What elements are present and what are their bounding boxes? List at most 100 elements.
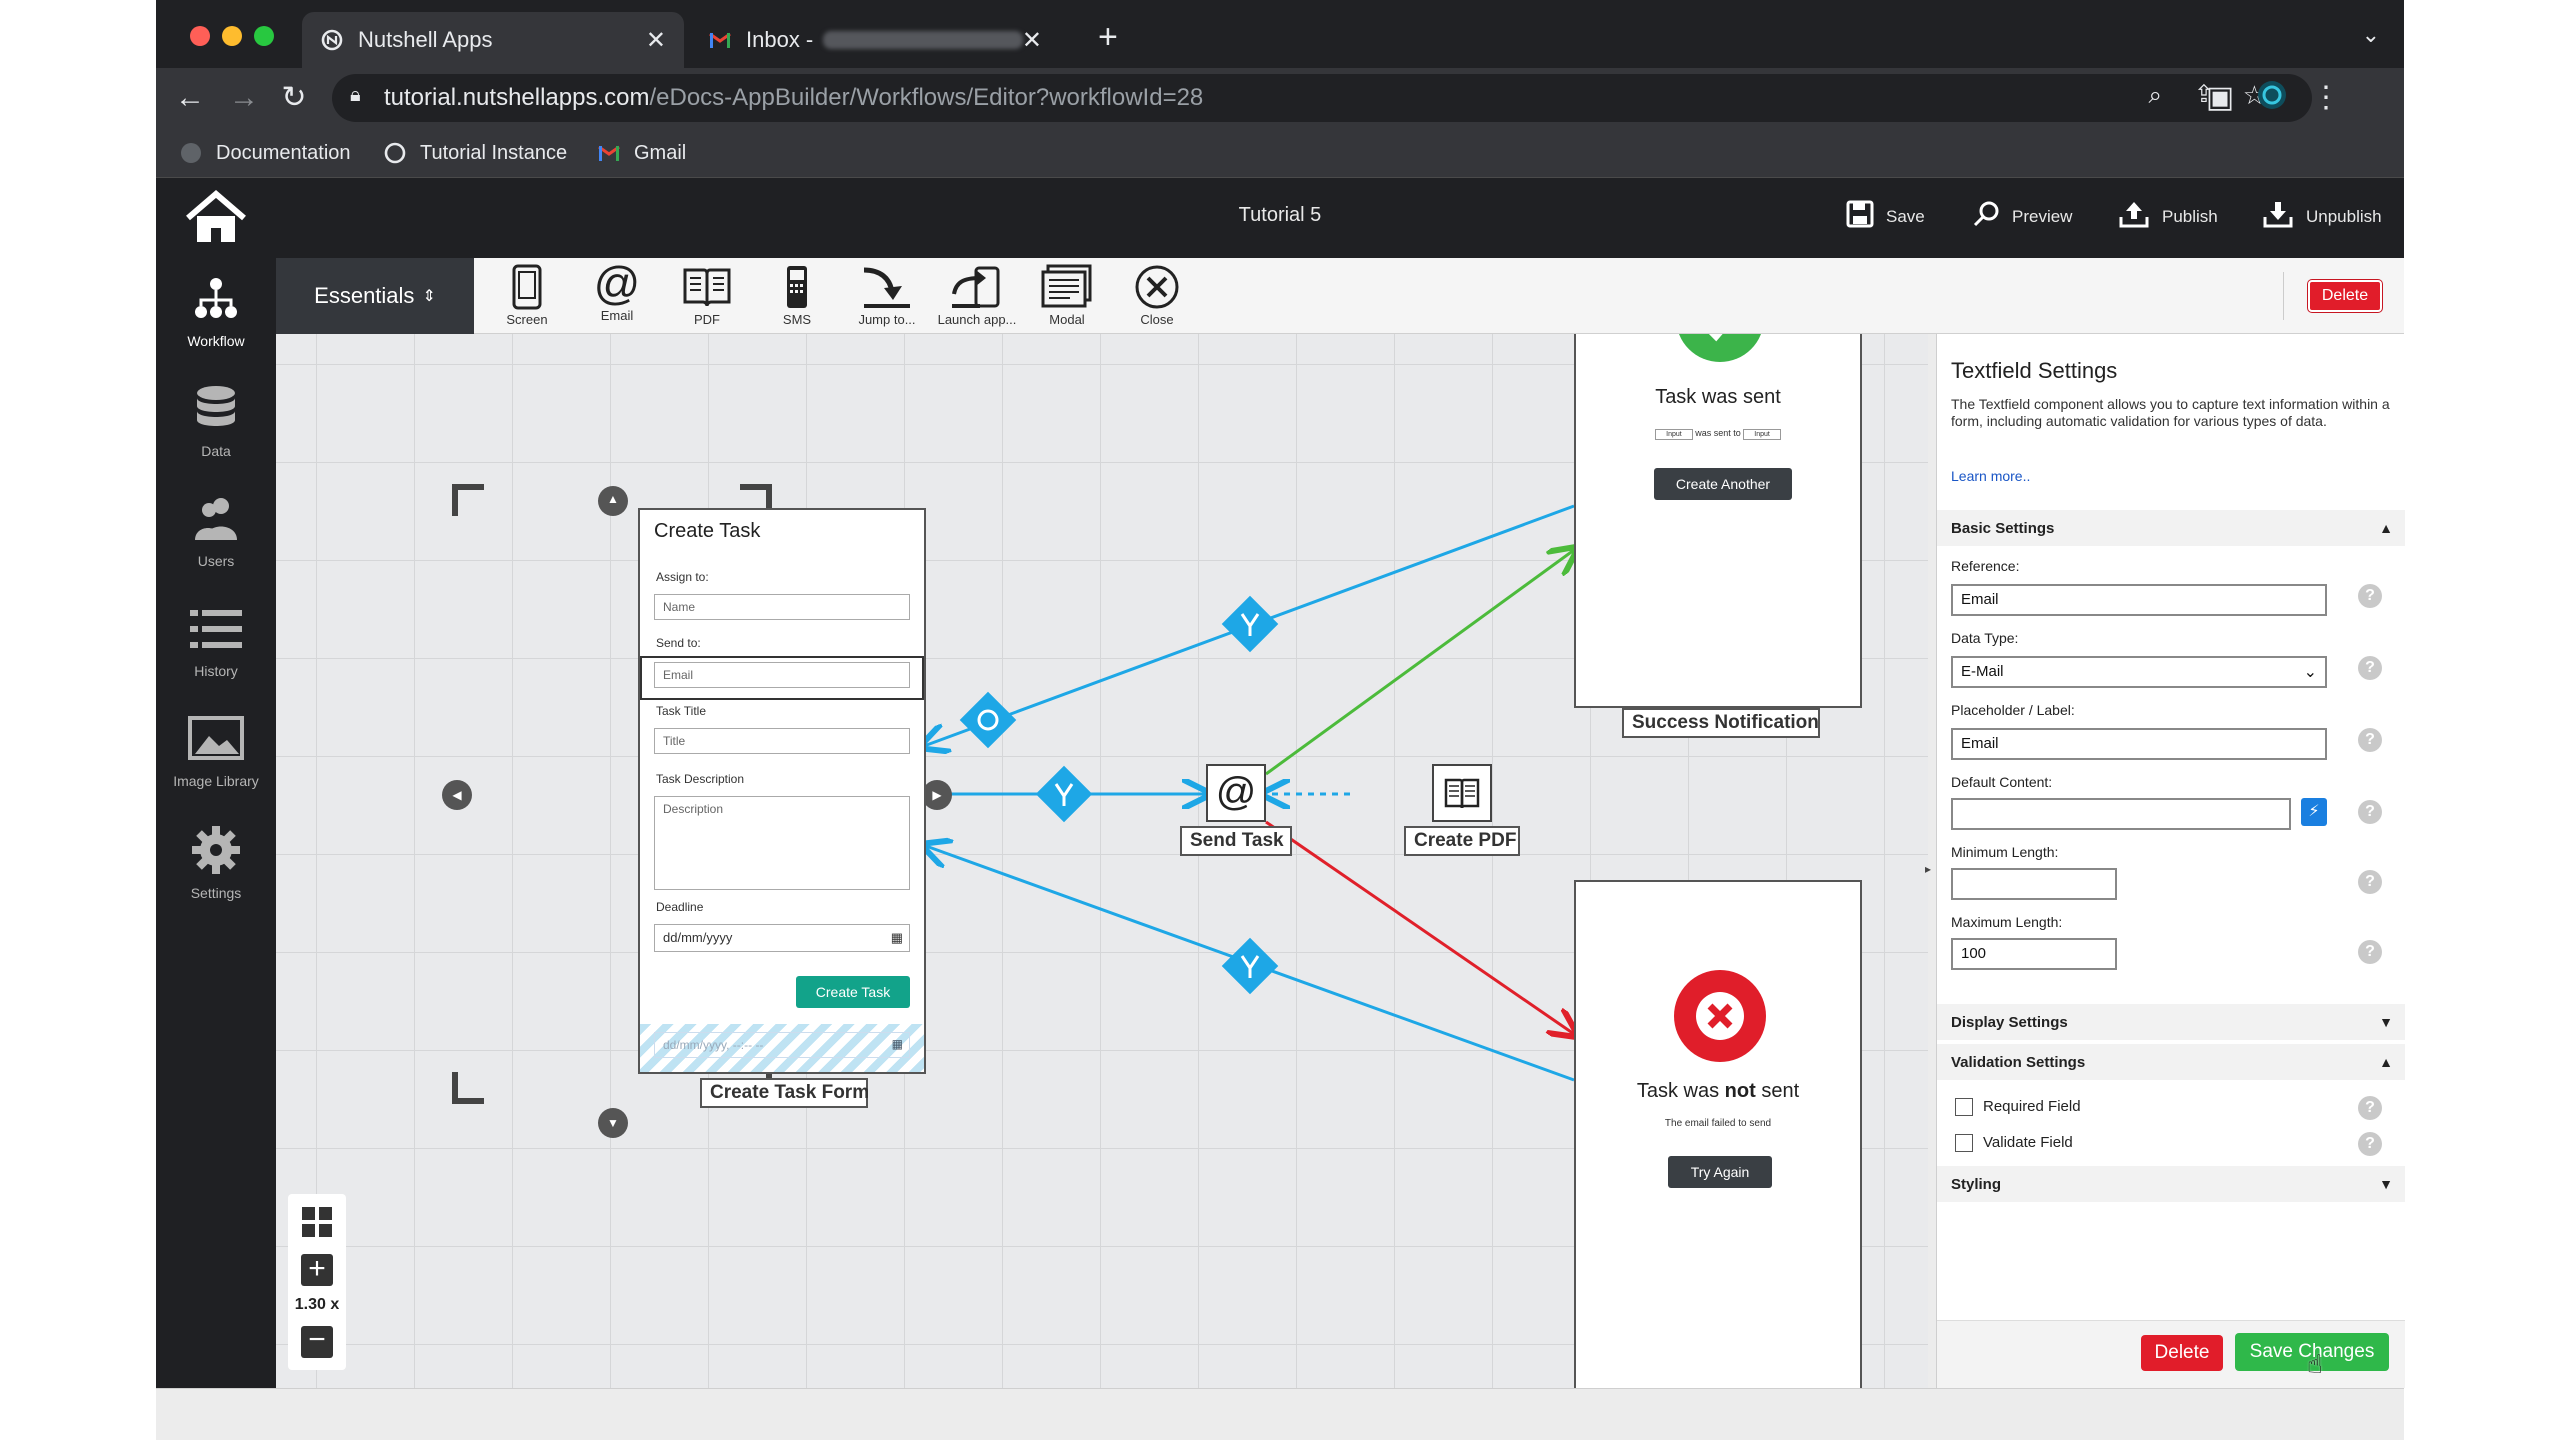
- help-icon[interactable]: ?: [2358, 870, 2382, 894]
- bookmark-documentation[interactable]: Documentation: [178, 140, 351, 166]
- create-pdf-book-icon[interactable]: [1432, 764, 1492, 822]
- collapse-panel-icon[interactable]: ▸: [1925, 862, 1932, 876]
- data-type-label: Data Type:: [1951, 630, 2019, 646]
- help-icon[interactable]: ?: [2358, 940, 2382, 964]
- validation-settings-header[interactable]: Validation Settings▲: [1937, 1044, 2405, 1080]
- back-icon[interactable]: ←: [175, 81, 205, 114]
- tab-search-chevron-icon[interactable]: ⌄: [2361, 22, 2380, 47]
- connect-right-handle-icon[interactable]: ▶: [922, 780, 952, 810]
- create-task-form-label[interactable]: Create Task Form: [700, 1078, 869, 1108]
- workflow-icon: [156, 274, 276, 327]
- help-icon[interactable]: ?: [2358, 800, 2382, 824]
- users-icon: [156, 494, 276, 547]
- zoom-in-icon[interactable]: +: [301, 1254, 333, 1286]
- palette-jump-to[interactable]: Jump to...: [842, 258, 932, 334]
- default-content-input[interactable]: [1951, 798, 2291, 830]
- nav-data[interactable]: Data: [156, 384, 276, 459]
- save-button[interactable]: Save: [1846, 200, 1925, 233]
- validate-field-checkbox[interactable]: [1955, 1134, 1973, 1152]
- hidden-datetime-input[interactable]: dd/mm/yyyy, --:-- -- ▦: [654, 1032, 910, 1058]
- bookmark-star-icon[interactable]: ☆: [2242, 80, 2266, 110]
- palette-screen[interactable]: Screen: [482, 258, 572, 334]
- connect-top-handle-icon[interactable]: ▲: [598, 486, 628, 516]
- address-bar[interactable]: 🔒︎ tutorial.nutshellapps.com/eDocs-AppBu…: [332, 74, 2312, 122]
- delete-node-button[interactable]: Delete: [2308, 280, 2382, 312]
- menu-kebab-icon[interactable]: ⋮: [2311, 81, 2341, 114]
- nav-users[interactable]: Users: [156, 494, 276, 569]
- send-task-email-icon[interactable]: @: [1206, 764, 1266, 822]
- palette-modal[interactable]: Modal: [1022, 258, 1112, 334]
- extension-icon[interactable]: [2254, 80, 2290, 116]
- category-select[interactable]: Essentials⇕: [276, 258, 474, 334]
- deadline-label: Deadline: [656, 900, 704, 914]
- panel-delete-button[interactable]: Delete: [2141, 1335, 2223, 1371]
- close-tab-icon[interactable]: ✕: [645, 26, 666, 54]
- save-changes-button[interactable]: Save Changes: [2235, 1333, 2389, 1371]
- learn-more-link[interactable]: Learn more..: [1951, 468, 2031, 484]
- publish-button[interactable]: Publish: [2118, 200, 2218, 233]
- send-to-input[interactable]: Email: [654, 662, 910, 688]
- minimize-window-button[interactable]: [222, 26, 242, 46]
- help-icon[interactable]: ?: [2358, 1132, 2382, 1156]
- failure-notification-screen[interactable]: Task was not sent The email failed to se…: [1574, 880, 1862, 1388]
- display-settings-header[interactable]: Display Settings▼: [1937, 1004, 2405, 1040]
- reference-input[interactable]: Email: [1951, 584, 2327, 616]
- unpublish-button[interactable]: Unpublish: [2262, 200, 2382, 233]
- required-field-checkbox[interactable]: [1955, 1098, 1973, 1116]
- preview-button[interactable]: Preview: [1972, 200, 2072, 233]
- help-icon[interactable]: ?: [2358, 1096, 2382, 1120]
- success-notification-screen[interactable]: Task was sent Input was sent to Input Cr…: [1574, 334, 1862, 708]
- palette-close[interactable]: Close: [1112, 258, 1202, 334]
- hidden-field-area[interactable]: dd/mm/yyyy, --:-- -- ▦: [640, 1024, 924, 1072]
- palette-email[interactable]: @ Email: [572, 258, 662, 334]
- try-again-button[interactable]: Try Again: [1668, 1156, 1772, 1188]
- home-icon[interactable]: [184, 188, 248, 253]
- nav-settings[interactable]: Settings: [156, 824, 276, 901]
- grid-view-icon[interactable]: [301, 1206, 333, 1243]
- send-task-label[interactable]: Send Task: [1180, 826, 1292, 856]
- maximize-window-button[interactable]: [254, 26, 274, 46]
- close-window-button[interactable]: [190, 26, 210, 46]
- forward-icon[interactable]: →: [229, 81, 259, 114]
- create-task-submit-button[interactable]: Create Task: [796, 976, 910, 1008]
- data-type-select[interactable]: E-Mail ⌄: [1951, 656, 2327, 688]
- workflow-canvas[interactable]: ▲ ▼ ◀ ▶ Create Task Assign to: Name Send…: [276, 334, 1928, 1388]
- share-icon[interactable]: ⇪: [2193, 81, 2214, 108]
- new-tab-icon[interactable]: +: [1098, 18, 1118, 56]
- palette-pdf[interactable]: PDF: [662, 258, 752, 334]
- bookmark-gmail[interactable]: Gmail: [596, 140, 686, 166]
- bookmark-tutorial-instance[interactable]: Tutorial Instance: [382, 140, 567, 166]
- min-length-input[interactable]: [1951, 868, 2117, 900]
- connect-bottom-handle-icon[interactable]: ▼: [598, 1108, 628, 1138]
- tab-inbox[interactable]: Inbox - ✕: [690, 12, 1060, 68]
- nav-image-library[interactable]: Image Library: [156, 714, 276, 789]
- connect-left-handle-icon[interactable]: ◀: [442, 780, 472, 810]
- deadline-input[interactable]: dd/mm/yyyy ▦: [654, 924, 910, 952]
- lightning-bolt-icon[interactable]: ⚡︎: [2301, 798, 2327, 826]
- reload-icon[interactable]: ↻: [281, 81, 307, 114]
- close-tab-icon[interactable]: ✕: [1021, 26, 1042, 54]
- sidebar-icon[interactable]: ▣: [2205, 81, 2235, 114]
- help-icon[interactable]: ?: [2358, 656, 2382, 680]
- basic-settings-header[interactable]: Basic Settings▲: [1937, 510, 2405, 546]
- task-title-input[interactable]: Title: [654, 728, 910, 754]
- create-task-form-screen[interactable]: Create Task Assign to: Name Send to: Ema…: [638, 508, 926, 1074]
- max-length-input[interactable]: 100: [1951, 938, 2117, 970]
- success-notification-label[interactable]: Success Notification: [1622, 708, 1820, 738]
- tab-nutshell-apps[interactable]: Nutshell Apps ✕: [302, 12, 684, 68]
- task-description-textarea[interactable]: Description: [654, 796, 910, 890]
- zoom-icon[interactable]: ⌕: [2148, 82, 2162, 109]
- zoom-out-icon[interactable]: −: [301, 1325, 333, 1358]
- palette-sms[interactable]: SMS: [752, 258, 842, 334]
- assign-input[interactable]: Name: [654, 594, 910, 620]
- palette-launch-app[interactable]: Launch app...: [932, 258, 1022, 334]
- help-icon[interactable]: ?: [2358, 728, 2382, 752]
- placeholder-input[interactable]: Email: [1951, 728, 2327, 760]
- nav-history[interactable]: History: [156, 604, 276, 679]
- create-pdf-label[interactable]: Create PDF: [1404, 826, 1520, 856]
- create-another-button[interactable]: Create Another: [1654, 468, 1792, 500]
- styling-header[interactable]: Styling▼: [1937, 1166, 2405, 1202]
- calendar-icon[interactable]: ▦: [890, 930, 903, 945]
- nav-workflow[interactable]: Workflow: [156, 274, 276, 349]
- help-icon[interactable]: ?: [2358, 584, 2382, 608]
